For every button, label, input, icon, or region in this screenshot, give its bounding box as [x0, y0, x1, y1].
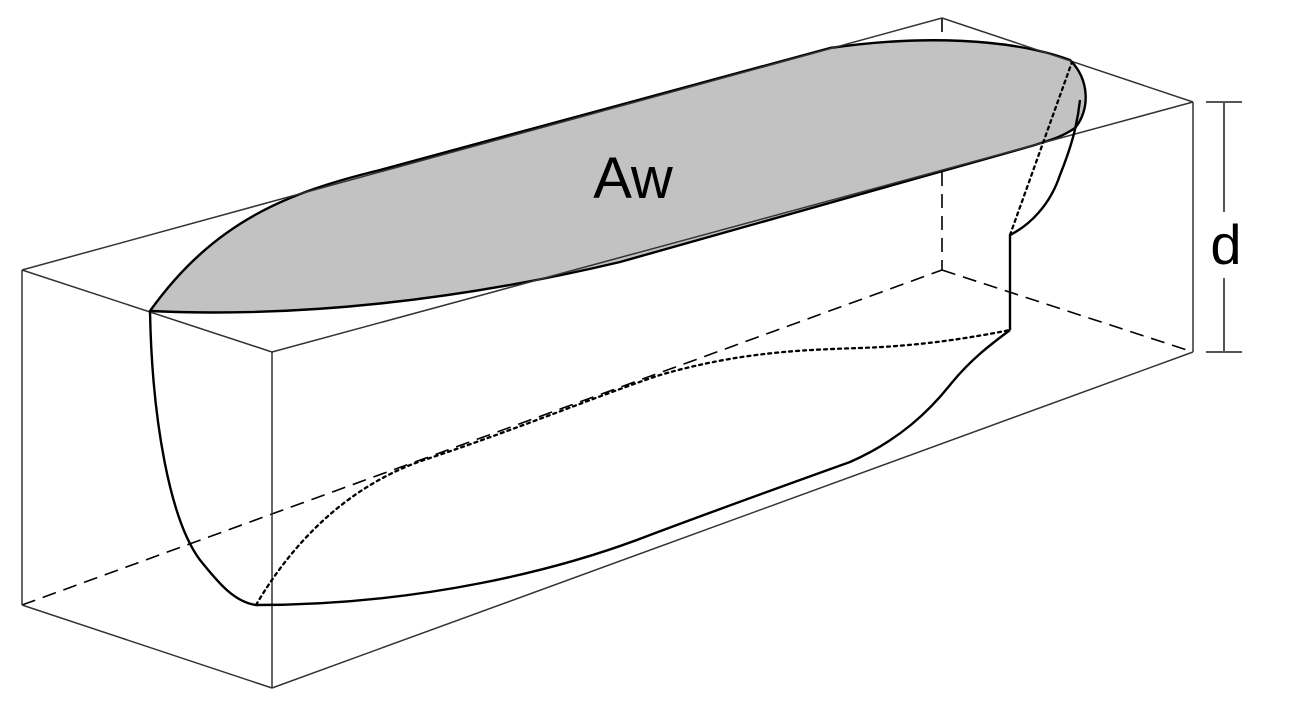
draft-dimension	[1206, 101, 1242, 353]
box-edge-front-bottom	[21, 604, 273, 689]
hull-bow-profile	[1009, 99, 1082, 237]
box-edge-rear-bottom	[21, 269, 943, 606]
hull-bottom-line	[255, 329, 1011, 607]
hull-hidden-contour	[254, 60, 1074, 607]
box-edge-top-front	[21, 269, 273, 353]
hull-hidden-bow-line	[1008, 60, 1074, 237]
box-hidden-edges	[21, 18, 1194, 606]
box-edge-top-right	[271, 101, 1194, 353]
draft-label: d	[1210, 213, 1241, 276]
box-edge-top-left	[21, 17, 943, 271]
waterplane-area-label: Aw	[593, 146, 674, 211]
waterplane-area	[148, 39, 1087, 314]
hull-hidden-keel-line	[254, 328, 1012, 607]
hull-visible-contour	[148, 99, 1082, 607]
hull-stern-profile	[148, 310, 257, 607]
box-edge-right-bottom-hidden	[941, 269, 1194, 353]
box-edge-top-back	[941, 17, 1194, 103]
box-visible-edges	[21, 17, 1194, 689]
box-edge-bottom-right	[271, 351, 1194, 689]
